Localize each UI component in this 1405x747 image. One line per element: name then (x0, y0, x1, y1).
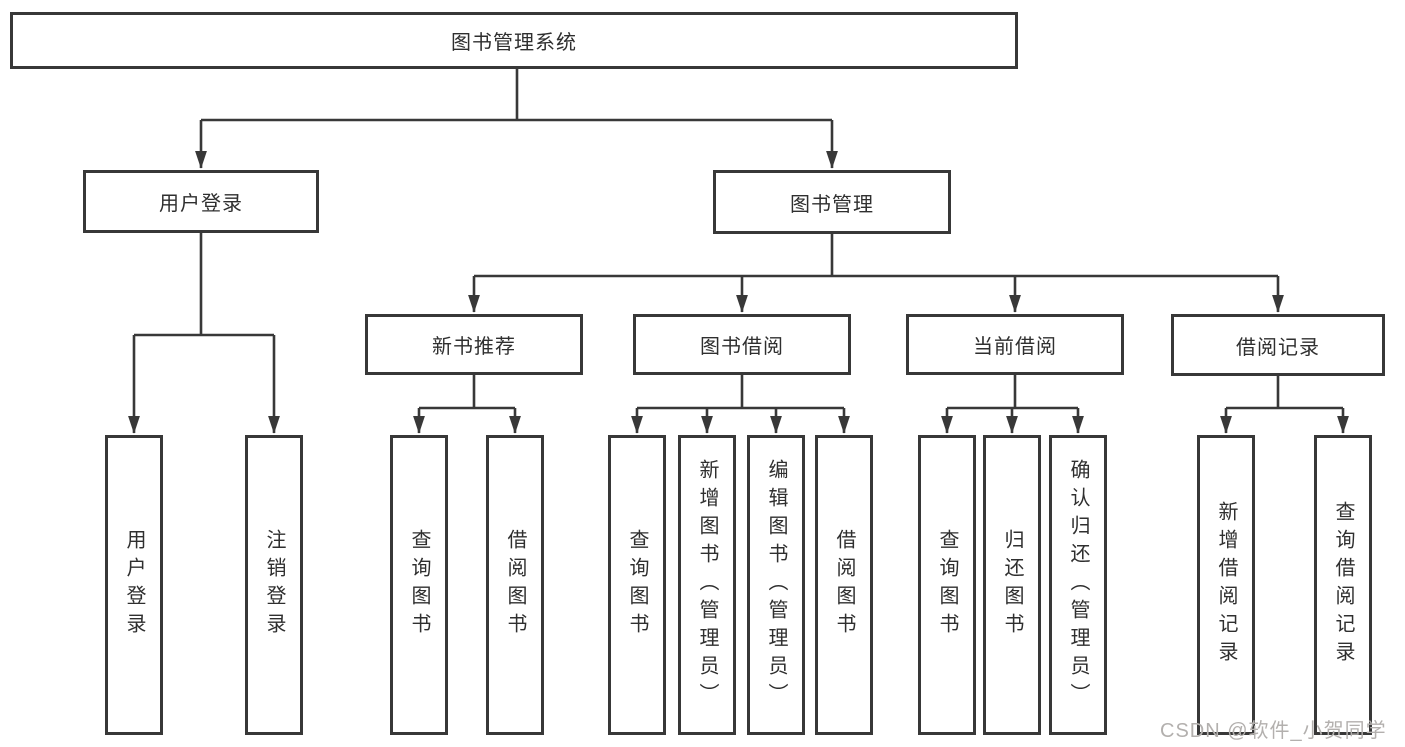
leaf-borrow-query-books-label: 查询图书 (626, 529, 648, 641)
node-new-book-recommend-label: 新书推荐 (432, 336, 516, 358)
leaf-add-books-admin-label: 新增图书（管理员） (696, 459, 718, 711)
leaf-user-login: 用户登录 (105, 435, 163, 735)
node-borrow-records: 借阅记录 (1171, 314, 1385, 376)
leaf-borrow-query-books: 查询图书 (608, 435, 666, 735)
leaf-logout: 注销登录 (245, 435, 303, 735)
leaf-borrow-borrow-books-label: 借阅图书 (833, 529, 855, 641)
node-current-borrow: 当前借阅 (906, 314, 1124, 375)
node-current-borrow-label: 当前借阅 (973, 336, 1057, 358)
node-root-label: 图书管理系统 (451, 32, 577, 54)
leaf-add-borrow-record-label: 新增借阅记录 (1215, 501, 1237, 669)
leaf-user-login-label: 用户登录 (123, 529, 145, 641)
node-book-borrow: 图书借阅 (633, 314, 851, 375)
node-borrow-records-label: 借阅记录 (1236, 336, 1320, 359)
leaf-add-borrow-record: 新增借阅记录 (1197, 435, 1255, 735)
leaf-newbooks-query-books: 查询图书 (390, 435, 448, 735)
node-book-management-label: 图书管理 (790, 193, 874, 216)
leaf-confirm-return-admin-label: 确认归还（管理员） (1067, 459, 1089, 711)
leaf-logout-label: 注销登录 (263, 529, 285, 641)
leaf-return-books: 归还图书 (983, 435, 1041, 735)
leaf-current-query-books: 查询图书 (918, 435, 976, 735)
leaf-return-books-label: 归还图书 (1001, 529, 1023, 641)
leaf-newbooks-query-books-label: 查询图书 (408, 529, 430, 641)
leaf-newbooks-borrow-books-label: 借阅图书 (504, 529, 526, 641)
node-root: 图书管理系统 (10, 12, 1018, 69)
leaf-newbooks-borrow-books: 借阅图书 (486, 435, 544, 735)
leaf-current-query-books-label: 查询图书 (936, 529, 958, 641)
node-user-login-label: 用户登录 (159, 193, 243, 215)
leaf-edit-books-admin-label: 编辑图书（管理员） (765, 459, 787, 711)
node-new-book-recommend: 新书推荐 (365, 314, 583, 375)
csdn-watermark: CSDN @软件_小贺同学 (1160, 720, 1387, 742)
node-user-login: 用户登录 (83, 170, 319, 233)
leaf-query-borrow-record: 查询借阅记录 (1314, 435, 1372, 735)
node-book-management: 图书管理 (713, 170, 951, 234)
leaf-query-borrow-record-label: 查询借阅记录 (1332, 501, 1354, 669)
leaf-confirm-return-admin: 确认归还（管理员） (1049, 435, 1107, 735)
leaf-edit-books-admin: 编辑图书（管理员） (747, 435, 805, 735)
leaf-add-books-admin: 新增图书（管理员） (678, 435, 736, 735)
node-book-borrow-label: 图书借阅 (700, 336, 784, 358)
leaf-borrow-borrow-books: 借阅图书 (815, 435, 873, 735)
